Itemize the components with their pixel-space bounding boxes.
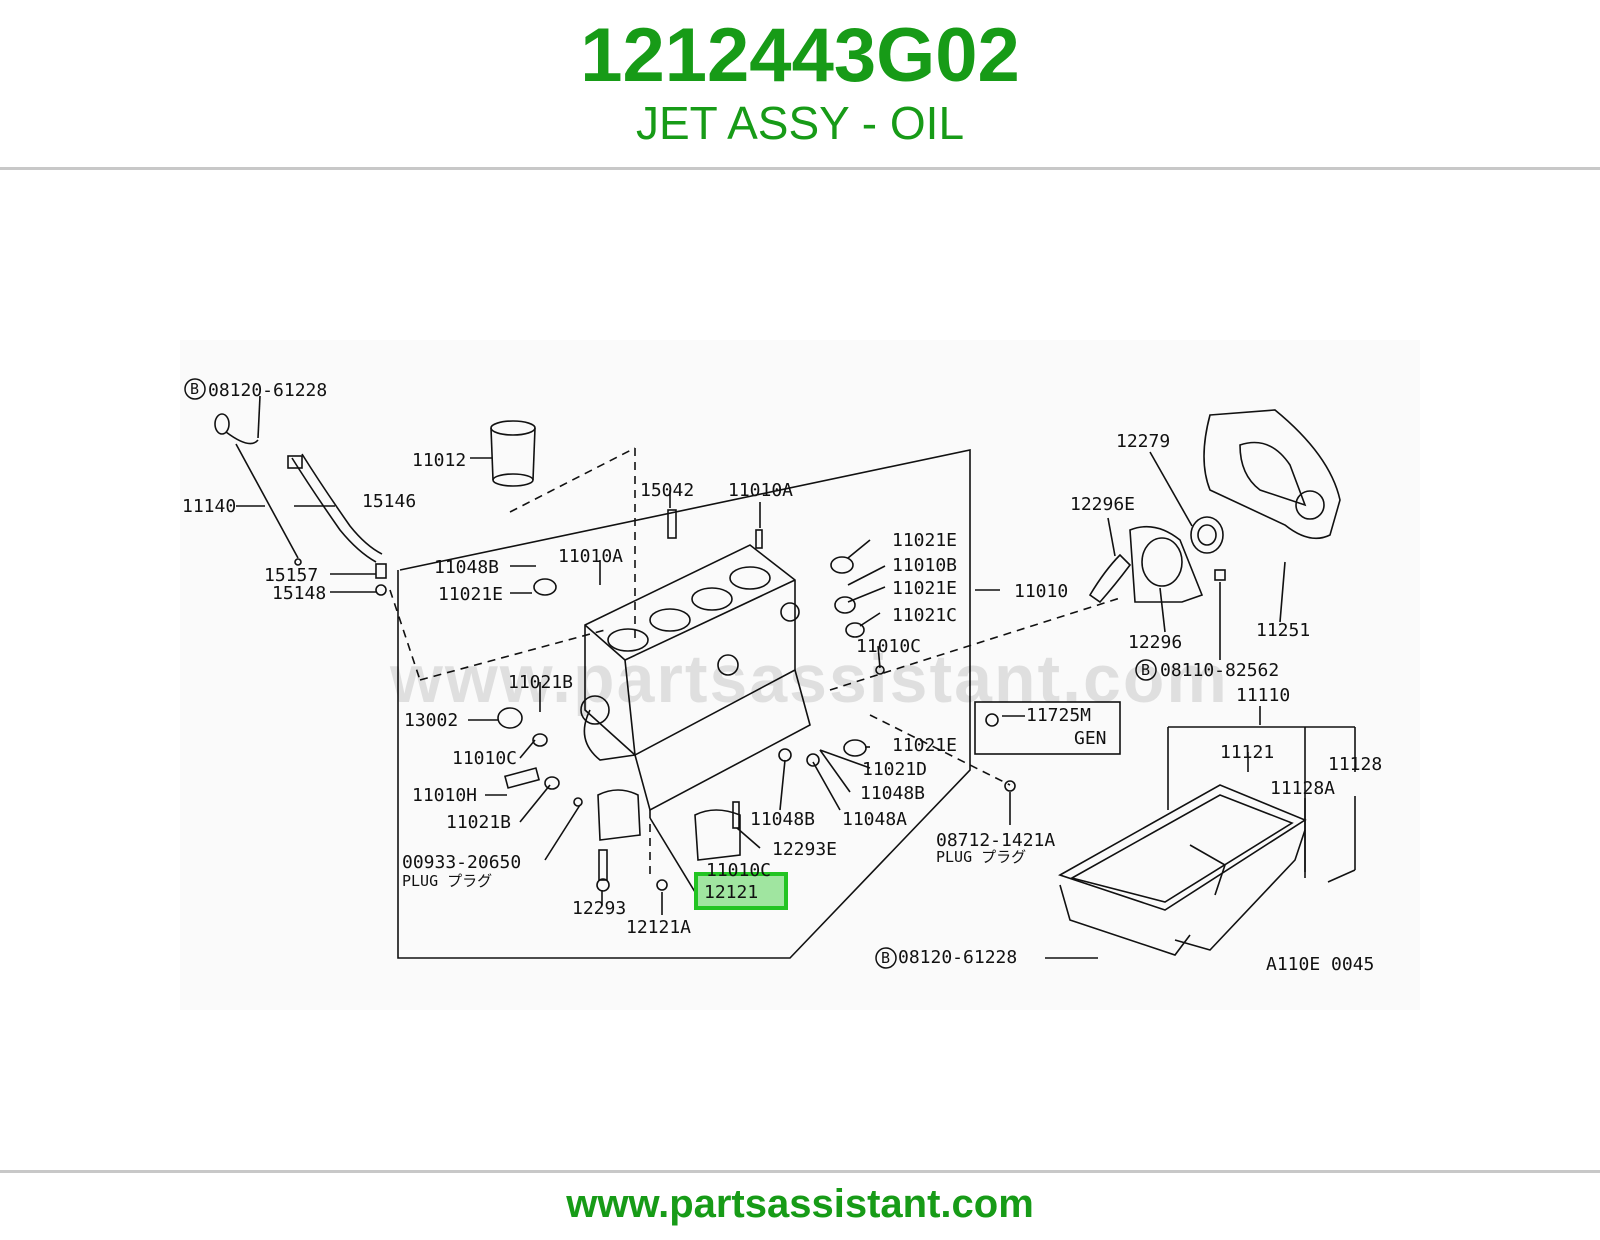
callout-11010a: 11010A (558, 546, 623, 567)
callout-11021e-right-1: 11021E (892, 530, 957, 551)
callout-15157: 15157 (264, 565, 318, 586)
callout-12296e: 12296E (1070, 494, 1135, 515)
watermark: www.partsassistant.com (390, 641, 1229, 717)
part-number: 1212443G02 (580, 13, 1020, 98)
callout-plug-1: PLUG プラグ (402, 872, 492, 890)
dashed-guides (389, 447, 1121, 880)
callout-11021c: 11021C (892, 605, 957, 626)
callout-12293e: 12293E (772, 839, 837, 860)
block-frame (397, 449, 971, 959)
callout-12121-highlighted: 12121 (704, 882, 758, 903)
small-fasteners (497, 509, 1016, 892)
callout-08120-61228: 08120-61228 (208, 380, 327, 401)
callout-15148: 15148 (272, 583, 326, 604)
callout-11128: 11128 (1328, 754, 1382, 775)
callout-11048a: 11048A (842, 809, 907, 830)
oil-filter-part (490, 420, 536, 487)
callout-12293: 12293 (572, 898, 626, 919)
callout-11010c-left: 11010C (452, 748, 517, 769)
diagram-code: A110E 0045 (1266, 954, 1374, 975)
callout-15146: 15146 (362, 491, 416, 512)
callout-11128a: 11128A (1270, 778, 1335, 799)
callout-11110: 11110 (1236, 685, 1290, 706)
b-markers (184, 378, 1157, 969)
callout-08712-1421a: 08712-1421A (936, 830, 1055, 851)
header-divider (0, 167, 1600, 170)
callout-11021e-left: 11021E (438, 584, 503, 605)
footer-url-link[interactable]: www.partsassistant.com (566, 1182, 1034, 1226)
callout-gen: GEN (1074, 728, 1107, 749)
cylinder-block-part (580, 544, 811, 812)
dipstick-part (214, 413, 302, 566)
callout-11010h: 11010H (412, 785, 477, 806)
callout-11010c-right: 11010C (856, 636, 921, 657)
callout-11021b-top: 11021B (508, 672, 573, 693)
callout-11140: 11140 (182, 496, 236, 517)
oil-pan-part (1058, 784, 1307, 956)
b-marker-label: B (881, 949, 890, 967)
rear-seal-part (1088, 516, 1226, 604)
parts-diagram-svg: B B B 08120-61228 11012 15042 11010A 111… (182, 378, 1382, 975)
callout-11725m: 11725M (1026, 705, 1091, 726)
callout-11048b-right: 11048B (860, 783, 925, 804)
b-marker-label: B (1141, 661, 1150, 679)
header: 1212443G02 JET ASSY - OIL (0, 0, 1600, 168)
dipstick-tube-part (287, 453, 387, 596)
diagram-lines (214, 395, 1356, 959)
leader-lines (236, 395, 1356, 959)
callout-12296: 12296 (1128, 632, 1182, 653)
callout-00933-20650: 00933-20650 (402, 852, 521, 873)
b-marker-label: B (190, 380, 199, 398)
part-description: JET ASSY - OIL (635, 97, 965, 149)
callout-11048b-bottom: 11048B (750, 809, 815, 830)
callout-11010c-bottom: 11010C (706, 860, 771, 881)
callout-11021e-right-3: 11021E (892, 735, 957, 756)
highlight-box-12121 (694, 872, 788, 910)
callout-11010b: 11010B (892, 555, 957, 576)
callout-15042: 15042 (640, 480, 694, 501)
callout-11010: 11010 (1014, 581, 1068, 602)
callout-12121a: 12121A (626, 917, 691, 938)
callout-08110-82562: 08110-82562 (1160, 660, 1279, 681)
bearing-caps-part (597, 789, 741, 861)
callout-11021d: 11021D (862, 759, 927, 780)
rear-plate-part (1203, 409, 1341, 540)
callout-12279: 12279 (1116, 431, 1170, 452)
callout-08120-61228-bottom: 08120-61228 (898, 947, 1017, 968)
callout-11021e-right-2: 11021E (892, 578, 957, 599)
callout-13002: 13002 (404, 710, 458, 731)
callout-11121: 11121 (1220, 742, 1274, 763)
callout-11012: 11012 (412, 450, 466, 471)
callout-11251: 11251 (1256, 620, 1310, 641)
gen-box (974, 701, 1121, 755)
footer-divider (0, 1170, 1600, 1173)
callout-11048b-left: 11048B (434, 557, 499, 578)
callout-11021b-bottom: 11021B (446, 812, 511, 833)
callout-plug-2: PLUG プラグ (936, 848, 1026, 866)
parts-diagram: B B B 08120-61228 11012 15042 11010A 111… (180, 340, 1420, 1010)
callout-11010a-top: 11010A (728, 480, 793, 501)
